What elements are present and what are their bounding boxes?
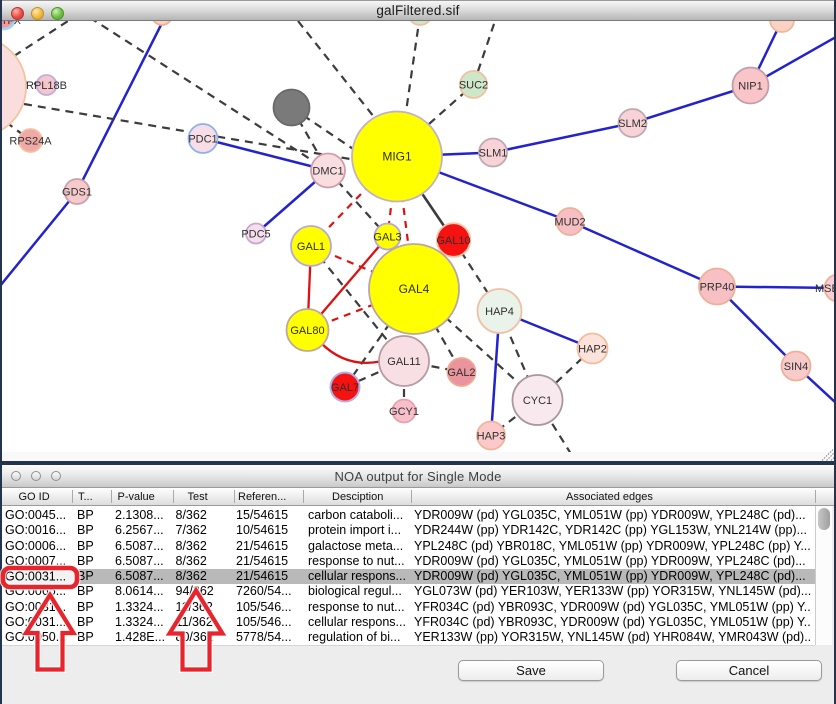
svg-text:HAP3: HAP3 [477, 431, 506, 443]
svg-text:NIP1: NIP1 [738, 81, 762, 93]
svg-text:GDS1: GDS1 [62, 187, 92, 199]
svg-text:PRP40: PRP40 [700, 282, 735, 294]
svg-text:PDC5: PDC5 [241, 229, 270, 241]
svg-text:RPS24A: RPS24A [9, 136, 52, 148]
svg-text:GAL80: GAL80 [290, 325, 324, 337]
svg-text:GAL11: GAL11 [387, 356, 420, 368]
svg-text:RPL18B: RPL18B [26, 80, 67, 92]
svg-text:SLM1: SLM1 [479, 148, 508, 160]
svg-text:MIG1: MIG1 [382, 150, 412, 164]
svg-text:HAP2: HAP2 [578, 344, 607, 356]
svg-text:HAP4: HAP4 [485, 306, 514, 318]
svg-text:GAL2: GAL2 [447, 367, 475, 379]
svg-text:GAL3: GAL3 [373, 232, 401, 244]
svg-text:GCY1: GCY1 [389, 406, 419, 418]
svg-text:GAL1: GAL1 [297, 241, 325, 253]
svg-text:SLM2: SLM2 [618, 118, 647, 130]
svg-text:GAL7: GAL7 [331, 382, 359, 394]
svg-text:MUD2: MUD2 [554, 217, 585, 229]
svg-text:GAL4: GAL4 [399, 282, 430, 296]
svg-text:CYC1: CYC1 [523, 395, 552, 407]
svg-text:DMC1: DMC1 [312, 166, 343, 178]
svg-text:SIN4: SIN4 [784, 361, 808, 373]
svg-text:MSB1: MSB1 [815, 283, 836, 295]
svg-text:GAL10: GAL10 [436, 235, 470, 247]
svg-text:PDC1: PDC1 [188, 134, 217, 146]
svg-text:SUC2: SUC2 [459, 80, 488, 92]
